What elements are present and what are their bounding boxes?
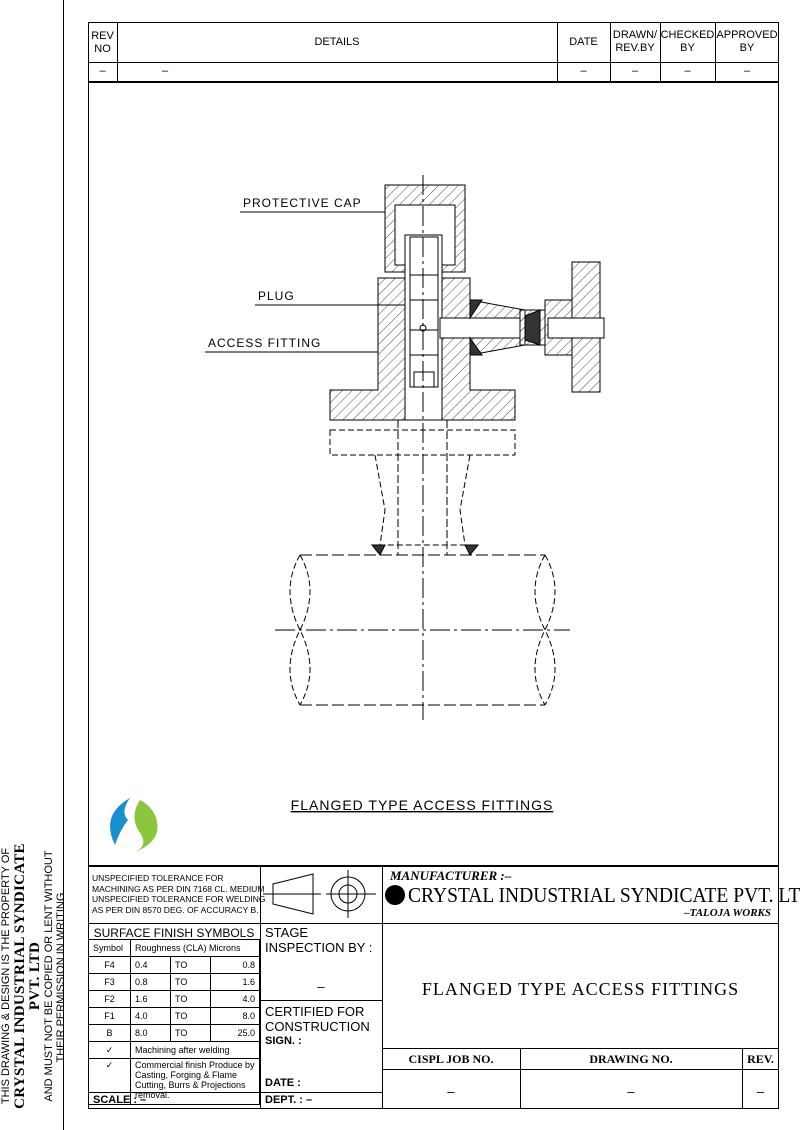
company-logo-icon xyxy=(385,885,405,905)
header-date: DATE xyxy=(569,36,598,48)
cell: – xyxy=(684,65,691,77)
margin-line xyxy=(63,0,64,1130)
works-name: –TALOJA WORKS xyxy=(684,907,771,919)
cell: 0.8 xyxy=(130,973,171,991)
cell: TO xyxy=(170,973,211,991)
title-block: UNSPECIFIED TOLERANCE FOR MACHINING AS P… xyxy=(88,865,800,1109)
header-rev-no: REV NO xyxy=(91,30,114,55)
cell: 25.0 xyxy=(209,1024,261,1042)
cell: 4.0 xyxy=(130,1007,171,1025)
header-symbol: Symbol xyxy=(88,939,131,957)
cell: 0.8 xyxy=(209,956,261,974)
rev-label: REV. xyxy=(747,1052,774,1066)
plug xyxy=(409,236,439,388)
drawing-no-value: – xyxy=(627,1084,635,1099)
notice-company: CRYSTAL INDUSTRIAL SYNDICATE PVT. LTD xyxy=(11,843,44,1109)
cell: – xyxy=(162,65,169,77)
commercial-note: Commercial finish Produce by Casting, Fo… xyxy=(130,1058,260,1105)
stage-inspection: STAGE INSPECTION BY : xyxy=(265,925,373,955)
finish-symbol: B xyxy=(88,1024,131,1042)
job-label: CISPL JOB NO. xyxy=(408,1052,494,1066)
manufacturer-label: MANUFACTURER :– xyxy=(390,868,512,883)
finish-symbol: F3 xyxy=(88,973,131,991)
machining-note: Machining after welding xyxy=(130,1041,260,1059)
job-value: – xyxy=(447,1084,455,1099)
cell: 8.0 xyxy=(130,1024,171,1042)
header-details: DETAILS xyxy=(314,36,360,48)
label-protective-cap: PROTECTIVE CAP xyxy=(243,196,362,210)
finish-symbol: F2 xyxy=(88,990,131,1008)
cell: TO xyxy=(170,1024,211,1042)
header-approved: APPROVED BY xyxy=(716,29,778,54)
company-logo xyxy=(110,798,158,852)
header-checked: CHECKED BY xyxy=(660,29,715,54)
access-fitting-drawing: PROTECTIVE CAP PLUG ACCESS FITTING FLANG… xyxy=(110,175,605,852)
drawing-title: FLANGED TYPE ACCESS FITTINGS xyxy=(421,979,740,999)
notice-line: THEIR PERMISSION IN WRITING. xyxy=(54,889,67,1063)
date: DATE : xyxy=(265,1077,301,1089)
tolerance-notes: UNSPECIFIED TOLERANCE FOR MACHINING AS P… xyxy=(92,873,266,915)
tolerance-line: UNSPECIFIED TOLERANCE FOR xyxy=(92,873,224,883)
drawing-caption: FLANGED TYPE ACCESS FITTINGS xyxy=(291,797,554,813)
drawing-frame xyxy=(88,22,779,1109)
notice-line: AND MUST NOT BE COPIED OR LENT WITHOUT xyxy=(43,850,56,1102)
cell: 1.6 xyxy=(130,990,171,1008)
cell: – xyxy=(631,65,639,77)
header-drawn: DRAWN/ REV.BY xyxy=(612,29,658,54)
label-plug: PLUG xyxy=(258,289,295,303)
cell: 4.0 xyxy=(209,990,261,1008)
drawing-no-label: DRAWING NO. xyxy=(589,1052,673,1066)
tolerance-line: MACHINING AS PER DIN 7168 CL. MEDIUM xyxy=(92,883,265,894)
cell: TO xyxy=(170,1007,211,1025)
finish-symbol: F1 xyxy=(88,1007,131,1025)
cell: 0.4 xyxy=(130,956,171,974)
label-access-fitting: ACCESS FITTING xyxy=(208,336,321,350)
sign: SIGN. : xyxy=(265,1035,302,1047)
checkmark-icon: ✓ xyxy=(88,1041,131,1059)
cell: 1.6 xyxy=(209,973,261,991)
company-name: CRYSTAL INDUSTRIAL SYNDICATE PVT. LTD xyxy=(408,883,800,907)
dept: DEPT. : – xyxy=(265,1094,313,1106)
rev-value: – xyxy=(756,1084,765,1099)
tolerance-line: AS PER DIN 8570 DEG. OF ACCURACY B. xyxy=(92,904,259,915)
checkmark-icon: ✓ xyxy=(88,1058,131,1105)
cell: – xyxy=(580,65,587,77)
property-notice: THIS DRAWING & DESIGN IS THE PROPERTY OF… xyxy=(0,826,67,1126)
notice-line: THIS DRAWING & DESIGN IS THE PROPERTY OF xyxy=(0,847,12,1105)
revision-table: REV NO DETAILS DATE DRAWN/ REV.BY CHECKE… xyxy=(88,22,779,83)
projection-symbol xyxy=(263,870,376,918)
stage-value: – xyxy=(317,979,325,994)
certified: CERTIFIED FOR CONSTRUCTION xyxy=(265,1004,370,1034)
header-roughness: Roughness (CLA) Microns xyxy=(130,939,260,957)
cell: – xyxy=(99,65,106,77)
cell: – xyxy=(743,65,751,77)
tolerance-line: UNSPECIFIED TOLERANCE FOR WELDING xyxy=(92,894,266,904)
surface-finish-title: SURFACE FINISH SYMBOLS xyxy=(93,926,255,940)
scale: SCALE : – xyxy=(93,1094,147,1106)
cell: 8.0 xyxy=(209,1007,261,1025)
cell: TO xyxy=(170,956,211,974)
cell: TO xyxy=(170,990,211,1008)
finish-symbol: F4 xyxy=(88,956,131,974)
